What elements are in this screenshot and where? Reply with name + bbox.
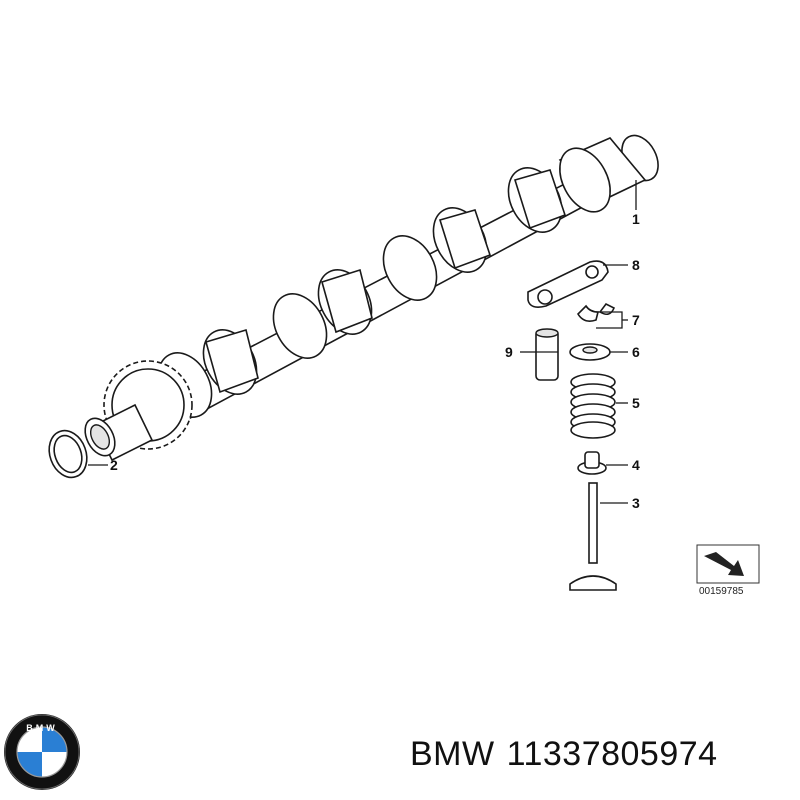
callout-9: 9 — [505, 344, 513, 360]
bmw-logo: BMW — [4, 714, 80, 790]
arrow-icon — [704, 552, 744, 576]
rocker-arm — [527, 260, 609, 308]
brand-name: BMW — [410, 735, 495, 773]
spring-retainer — [569, 343, 611, 361]
cam-journal — [558, 137, 647, 213]
callout-2: 2 — [110, 457, 118, 473]
part-caption: BMW 11337805974 — [410, 735, 795, 785]
callout-7: 7 — [632, 312, 640, 328]
reference-number: 00159785 — [699, 586, 744, 597]
cam-lobe — [382, 235, 438, 301]
valve-stem-seal — [577, 451, 607, 475]
callout-8: 8 — [632, 257, 640, 273]
cam-lobe — [272, 293, 328, 359]
callout-1: 1 — [632, 211, 640, 227]
valve-spring — [570, 373, 616, 439]
leader-lines — [88, 180, 637, 504]
part-number: 11337805974 — [506, 735, 718, 773]
callout-4: 4 — [632, 457, 640, 473]
svg-text:BMW: BMW — [26, 723, 58, 733]
cam-lobe — [432, 207, 492, 273]
callout-3: 3 — [632, 495, 640, 511]
hydraulic-lash-adjuster — [535, 328, 559, 381]
reference-box: 00159785 — [696, 544, 760, 597]
cam-lobe — [507, 167, 567, 233]
callout-5: 5 — [632, 395, 640, 411]
valve — [569, 482, 617, 591]
seal-ring — [48, 429, 88, 479]
shaft-stub — [84, 403, 154, 462]
camshaft — [84, 134, 659, 462]
callout-6: 6 — [632, 344, 640, 360]
cam-lobe — [202, 328, 259, 395]
cam-lobe — [317, 268, 373, 335]
